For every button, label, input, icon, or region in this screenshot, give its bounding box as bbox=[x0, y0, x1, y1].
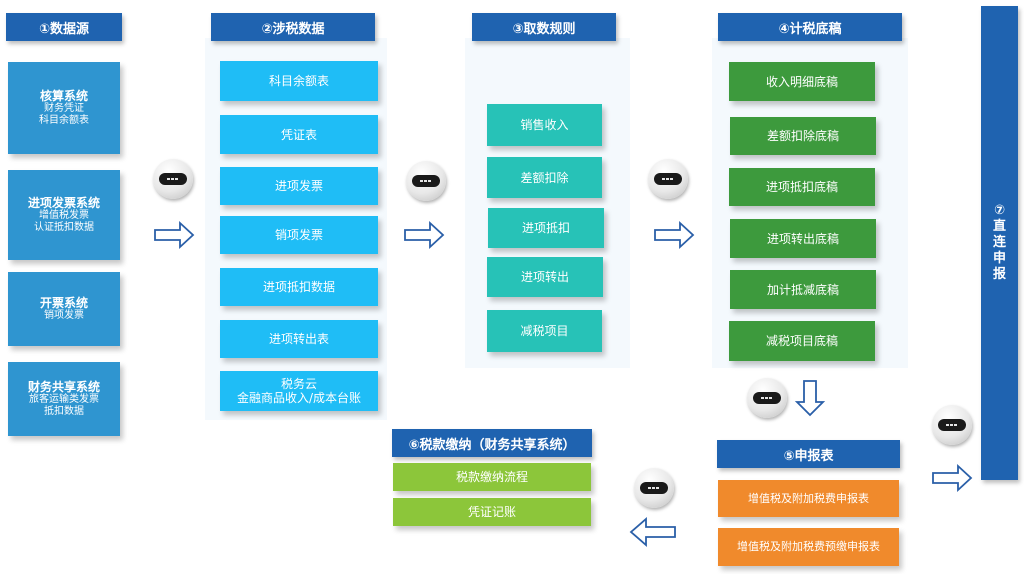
source-item-line: 销项发票 bbox=[44, 310, 84, 321]
tax-data-item[interactable]: 进项转出表 bbox=[220, 320, 378, 358]
rule-item[interactable]: 进项抵扣 bbox=[488, 208, 604, 248]
source-item-title: 财务共享系统 bbox=[27, 380, 100, 394]
arrow-right-icon bbox=[154, 220, 195, 250]
source-item-line: 旅客运输类发票 bbox=[29, 394, 99, 405]
draft-item[interactable]: 加计抵减底稿 bbox=[730, 270, 876, 309]
arrow-right-icon bbox=[932, 463, 973, 493]
direct-filing-char: 直 bbox=[992, 219, 1006, 234]
source-header: ①数据源 bbox=[6, 13, 122, 41]
source-item-line: 抵扣数据 bbox=[44, 406, 84, 417]
rules-header: ③取数规则 bbox=[472, 13, 616, 41]
payment-item[interactable]: 凭证记账 bbox=[393, 498, 591, 526]
draft-item[interactable]: 进项转出底稿 bbox=[730, 219, 876, 258]
source-item-title: 进项发票系统 bbox=[27, 196, 100, 210]
source-finance-sharing-system[interactable]: 财务共享系统 旅客运输类发票 抵扣数据 bbox=[8, 362, 120, 436]
robot-icon bbox=[932, 405, 972, 445]
tax-data-item[interactable]: 科目余额表 bbox=[220, 61, 378, 101]
arrow-right-icon bbox=[654, 220, 695, 250]
return-item[interactable]: 增值税及附加税费申报表 bbox=[718, 480, 899, 517]
arrow-down-icon bbox=[794, 380, 826, 417]
rule-item[interactable]: 减税项目 bbox=[487, 310, 602, 352]
direct-filing-char: ⑦ bbox=[993, 203, 1005, 218]
arrow-left-icon bbox=[629, 517, 676, 547]
tax-data-item[interactable]: 进项发票 bbox=[220, 167, 378, 205]
source-item-line: 增值税发票 bbox=[39, 210, 89, 221]
source-item-line: 认证抵扣数据 bbox=[34, 222, 94, 233]
draft-item[interactable]: 进项抵扣底稿 bbox=[729, 168, 875, 206]
draft-item[interactable]: 减税项目底稿 bbox=[729, 321, 875, 361]
tax-data-item[interactable]: 凭证表 bbox=[220, 115, 378, 154]
rule-item[interactable]: 进项转出 bbox=[487, 257, 603, 297]
payment-header: ⑥税款缴纳（财务共享系统） bbox=[392, 429, 592, 457]
drafts-header: ④计税底稿 bbox=[718, 13, 902, 41]
tax-data-item-tax-cloud[interactable]: 税务云 金融商品收入/成本台账 bbox=[220, 371, 378, 411]
arrow-right-icon bbox=[404, 220, 445, 250]
source-item-line: 财务凭证 bbox=[44, 103, 84, 114]
draft-item[interactable]: 收入明细底稿 bbox=[729, 62, 875, 101]
rule-item[interactable]: 差额扣除 bbox=[487, 157, 602, 198]
rule-item[interactable]: 销售收入 bbox=[487, 104, 602, 146]
tax-data-header: ②涉税数据 bbox=[211, 13, 375, 41]
source-accounting-system[interactable]: 核算系统 财务凭证 科目余额表 bbox=[8, 62, 120, 154]
direct-filing-char: 报 bbox=[992, 267, 1006, 282]
tax-cloud-line2: 金融商品收入/成本台账 bbox=[236, 391, 362, 405]
direct-filing-bar[interactable]: ⑦ 直 连 申 报 bbox=[981, 6, 1018, 480]
source-item-line: 科目余额表 bbox=[39, 115, 89, 126]
tax-data-item[interactable]: 进项抵扣数据 bbox=[220, 268, 378, 306]
payment-item[interactable]: 税款缴纳流程 bbox=[393, 463, 591, 491]
tax-data-item[interactable]: 销项发票 bbox=[220, 216, 378, 254]
draft-item[interactable]: 差额扣除底稿 bbox=[730, 117, 876, 155]
returns-header: ⑤申报表 bbox=[717, 440, 900, 468]
source-item-title: 开票系统 bbox=[39, 296, 88, 310]
robot-icon bbox=[648, 159, 688, 199]
direct-filing-char: 连 bbox=[992, 235, 1006, 250]
tax-cloud-line1: 税务云 bbox=[280, 377, 317, 391]
direct-filing-char: 申 bbox=[992, 251, 1006, 266]
source-input-invoice-system[interactable]: 进项发票系统 增值税发票 认证抵扣数据 bbox=[8, 170, 120, 260]
source-item-title: 核算系统 bbox=[39, 89, 88, 103]
robot-icon bbox=[153, 159, 193, 199]
return-item[interactable]: 增值税及附加税费预缴申报表 bbox=[718, 528, 899, 566]
robot-icon bbox=[747, 378, 787, 418]
robot-icon bbox=[634, 468, 674, 508]
source-billing-system[interactable]: 开票系统 销项发票 bbox=[8, 272, 120, 346]
robot-icon bbox=[406, 161, 446, 201]
